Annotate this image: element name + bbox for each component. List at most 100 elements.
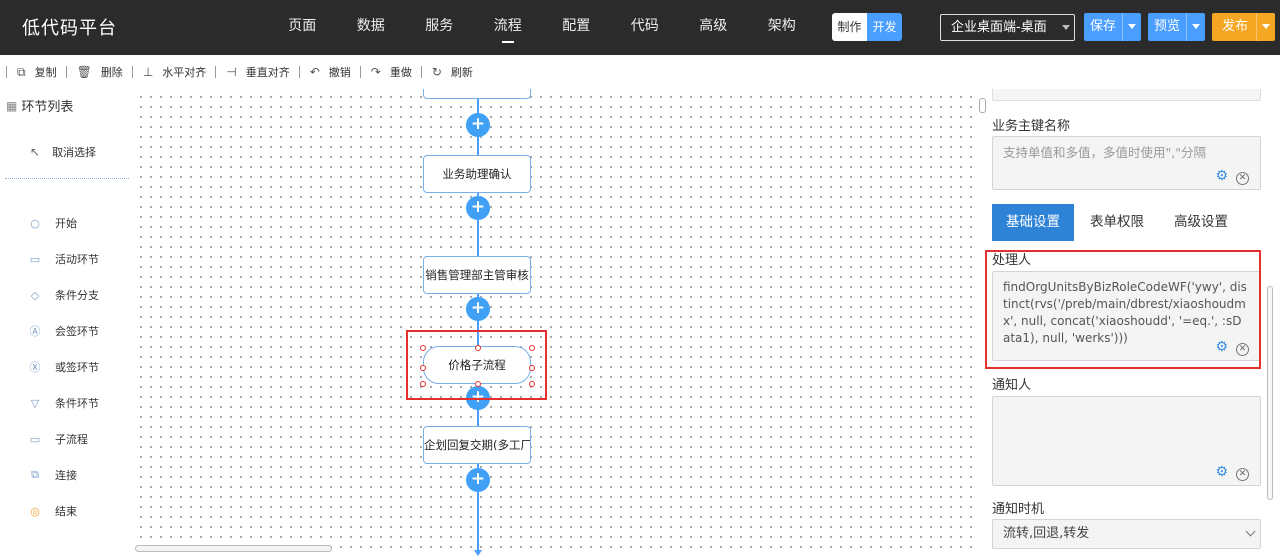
publish-button[interactable]: 发布 — [1212, 13, 1276, 41]
preview-button-label: 预览 — [1154, 19, 1181, 34]
mode-dev-button[interactable]: 开发 — [867, 13, 902, 41]
tab-basic-settings[interactable]: 基础设置 — [992, 204, 1074, 241]
notify-time-select[interactable]: 流转,回退,转发 — [992, 519, 1261, 549]
preview-button[interactable]: 预览 — [1148, 13, 1206, 41]
property-field-previous[interactable] — [992, 89, 1261, 101]
palette-item-or-sign[interactable]: Ⓧ 或签环节 — [28, 349, 100, 385]
close-icon[interactable]: ✕ — [1236, 468, 1249, 481]
align-horizontal-button[interactable]: ⊥ 水平对齐 — [131, 65, 215, 79]
add-node-button[interactable]: + — [466, 113, 490, 137]
align-vertical-button[interactable]: ⊣ 垂直对齐 — [215, 65, 298, 79]
publish-dropdown-icon[interactable] — [1256, 13, 1275, 41]
add-node-button[interactable]: + — [466, 297, 490, 321]
resize-handle[interactable] — [420, 365, 426, 371]
flow-canvas[interactable]: + 业务助理确认 + 销售管理部主管审核 + + 价格子流程 企划回复交期(多工… — [132, 89, 975, 556]
tab-advanced-settings[interactable]: 高级设置 — [1174, 214, 1228, 230]
palette-item-branch[interactable]: ◇ 条件分支 — [28, 277, 99, 313]
flow-node-previous[interactable] — [423, 89, 531, 99]
close-icon[interactable]: ✕ — [1236, 343, 1249, 356]
resize-handle[interactable] — [529, 365, 535, 371]
palette-item-subprocess[interactable]: ▭ 子流程 — [28, 421, 99, 457]
nav-item-config[interactable]: 配置 — [562, 18, 591, 34]
palette-item-label: 连接 — [55, 469, 77, 482]
palette-item-label: 开始 — [55, 217, 77, 230]
scrollbar-thumb[interactable] — [979, 98, 986, 113]
resize-handle[interactable] — [529, 345, 535, 351]
delete-button[interactable]: 🗑 删除 — [65, 65, 132, 79]
node-palette: ▦ 环节列表 ↖ 取消选择 ○ 开始 ▭ 活动环节 ◇ 条件分支 Ⓐ 会签环节 … — [0, 89, 132, 556]
gear-icon[interactable]: ⚙ — [1215, 168, 1228, 184]
align-horizontal-label: 水平对齐 — [162, 66, 207, 79]
preview-dropdown-icon[interactable] — [1186, 13, 1205, 41]
rectangle-icon: ▭ — [29, 252, 41, 266]
cancel-selection-label: 取消选择 — [52, 146, 97, 159]
flow-node[interactable]: 业务助理确认 — [423, 155, 531, 193]
mode-make-button[interactable]: 制作 — [832, 13, 867, 41]
copy-icon: ⧉ — [17, 64, 26, 79]
handler-label: 处理人 — [992, 253, 1032, 268]
resize-handle[interactable] — [529, 381, 535, 387]
tab-form-permissions[interactable]: 表单权限 — [1090, 214, 1144, 230]
vertical-scrollbar[interactable] — [1267, 286, 1273, 500]
editor-toolbar: ⧉ 复制 🗑 删除 ⊥ 水平对齐 ⊣ 垂直对齐 ↶ 撤销 ↷ 重做 ↻ 刷新 — [0, 55, 1280, 89]
align-vertical-icon: ⊣ — [226, 65, 237, 79]
add-node-button[interactable]: + — [466, 468, 490, 492]
notify-field[interactable]: ⚙ ✕ — [992, 396, 1261, 486]
nav-item-workflow[interactable]: 流程 — [474, 0, 543, 55]
nav-item-pages[interactable]: 页面 — [288, 18, 317, 34]
palette-item-label: 或签环节 — [55, 361, 99, 374]
biz-key-placeholder: 支持单值和多值，多值时使用","分隔 — [1003, 145, 1206, 160]
connect-icon: ⧉ — [31, 468, 39, 481]
gear-icon[interactable]: ⚙ — [1215, 339, 1228, 355]
horizontal-scrollbar[interactable] — [135, 545, 332, 552]
align-vertical-label: 垂直对齐 — [245, 66, 290, 79]
redo-button[interactable]: ↷ 重做 — [359, 65, 421, 79]
copy-button[interactable]: ⧉ 复制 — [6, 64, 66, 79]
redo-label: 重做 — [389, 66, 412, 79]
circle-icon: ○ — [30, 216, 40, 230]
nav-item-architecture[interactable]: 架构 — [767, 18, 796, 34]
undo-button[interactable]: ↶ 撤销 — [298, 65, 360, 79]
pointer-icon: ↖ — [30, 145, 41, 159]
palette-item-start[interactable]: ○ 开始 — [28, 205, 99, 241]
environment-select[interactable]: 企业桌面端-桌面 — [940, 14, 1075, 41]
align-horizontal-icon: ⊥ — [142, 65, 154, 79]
flow-node[interactable]: 销售管理部主管审核 — [423, 256, 531, 294]
close-icon[interactable]: ✕ — [1236, 172, 1249, 185]
resize-handle[interactable] — [475, 345, 481, 351]
nav-item-advanced[interactable]: 高级 — [699, 18, 728, 34]
save-dropdown-icon[interactable] — [1122, 13, 1141, 41]
refresh-button[interactable]: ↻ 刷新 — [420, 65, 482, 79]
resize-handle[interactable] — [420, 345, 426, 351]
chevron-down-icon — [1245, 526, 1256, 537]
handler-field[interactable]: findOrgUnitsByBizRoleCodeWF('ywy', disti… — [992, 271, 1261, 361]
flow-node-selected[interactable]: 价格子流程 — [423, 346, 531, 384]
gear-icon[interactable]: ⚙ — [1215, 464, 1228, 480]
resize-handle[interactable] — [420, 381, 426, 387]
main-nav: 页面 数据 服务 流程 配置 代码 高级 架构 — [268, 0, 816, 55]
resize-handle[interactable] — [475, 381, 481, 387]
palette-item-label: 条件分支 — [55, 289, 99, 302]
delete-label: 删除 — [100, 66, 123, 79]
palette-item-activity[interactable]: ▭ 活动环节 — [28, 241, 99, 277]
handler-highlight — [985, 250, 1261, 369]
settings-tabs: 基础设置 表单权限 高级设置 — [992, 204, 1242, 241]
cancel-selection-button[interactable]: ↖ 取消选择 — [30, 144, 96, 160]
nav-item-code[interactable]: 代码 — [630, 18, 659, 34]
diamond-icon: ◇ — [30, 288, 40, 302]
palette-item-connect[interactable]: ⧉ 连接 — [28, 457, 99, 493]
undo-icon: ↶ — [309, 65, 320, 79]
add-node-button[interactable]: + — [466, 196, 490, 220]
end-circle-icon: ◎ — [30, 504, 40, 518]
palette-item-countersign[interactable]: Ⓐ 会签环节 — [28, 313, 100, 349]
or-sign-icon: Ⓧ — [29, 361, 41, 374]
nav-item-data[interactable]: 数据 — [356, 18, 385, 34]
palette-item-end[interactable]: ◎ 结束 — [28, 493, 99, 529]
palette-item-condition[interactable]: ▽ 条件环节 — [28, 385, 99, 421]
save-button[interactable]: 保存 — [1084, 13, 1142, 41]
refresh-icon: ↻ — [431, 65, 442, 79]
palette-item-label: 结束 — [55, 505, 77, 518]
flow-node[interactable]: 企划回复交期(多工厂) — [423, 426, 531, 464]
biz-key-field[interactable]: 支持单值和多值，多值时使用","分隔 ⚙ ✕ — [992, 136, 1261, 190]
nav-item-services[interactable]: 服务 — [425, 18, 454, 34]
